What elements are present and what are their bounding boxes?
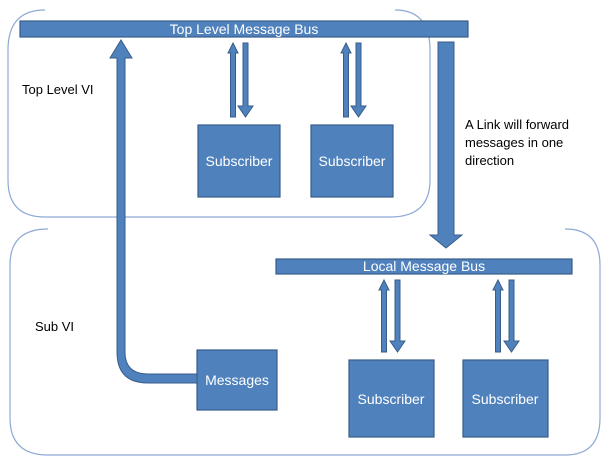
link-down-arrow-icon bbox=[428, 41, 464, 249]
local-subscriber-2 bbox=[462, 359, 549, 438]
up-arrow-icon bbox=[227, 41, 239, 118]
link-note-line-1: A Link will forward bbox=[465, 117, 569, 132]
top-subscriber-1 bbox=[197, 124, 281, 198]
local-message-bus bbox=[275, 258, 573, 275]
link-note-line-3: direction bbox=[465, 153, 514, 168]
up-arrow-icon bbox=[340, 41, 352, 118]
up-arrow-icon bbox=[378, 278, 390, 353]
local-subscriber-2-label: Subscriber bbox=[472, 391, 539, 407]
top-level-message-bus bbox=[19, 20, 469, 38]
sub-vi-label: Sub VI bbox=[35, 319, 74, 334]
top-subscriber-2 bbox=[310, 124, 394, 198]
link-note: A Link will forward messages in one dire… bbox=[465, 117, 573, 168]
messages-up-arrow-icon bbox=[109, 39, 198, 384]
top-subscriber-2-label: Subscriber bbox=[319, 153, 386, 169]
up-arrow-icon bbox=[492, 278, 504, 353]
local-subscriber-1-label: Subscriber bbox=[358, 391, 425, 407]
messages-box bbox=[196, 349, 278, 411]
down-arrow-icon bbox=[237, 42, 254, 118]
local-subscriber-1 bbox=[348, 359, 435, 438]
local-message-bus-label: Local Message Bus bbox=[363, 258, 485, 274]
top-subscriber-1-label: Subscriber bbox=[206, 153, 273, 169]
down-arrow-icon bbox=[503, 279, 520, 353]
messages-box-label: Messages bbox=[205, 372, 269, 388]
top-level-message-bus-label: Top Level Message Bus bbox=[170, 21, 319, 37]
top-level-vi-label: Top Level VI bbox=[22, 82, 94, 97]
link-note-line-2: messages in one bbox=[465, 135, 563, 150]
down-arrow-icon bbox=[350, 42, 367, 118]
sub-vi-region bbox=[9, 228, 601, 456]
down-arrow-icon bbox=[389, 279, 406, 353]
